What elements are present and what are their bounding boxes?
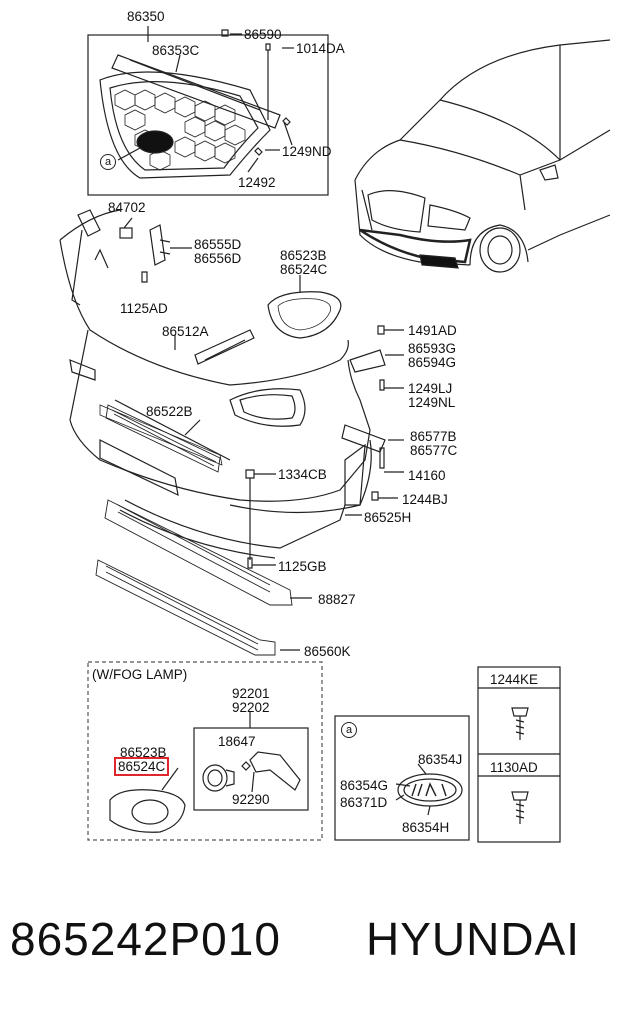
label-86354H: 86354H [402,820,450,835]
screw-1130AD [511,791,529,824]
label-86350: 86350 [127,9,165,24]
label-86512A: 86512A [162,324,209,339]
label-1249ND: 1249ND [282,144,332,159]
label-92201: 92201 [232,686,270,701]
label-1125AD: 1125AD [120,301,168,316]
label-86577C: 86577C [410,443,458,458]
label-86354J: 86354J [418,752,463,767]
fog-cover-upper [267,291,342,339]
label-18647: 18647 [218,734,256,749]
label-86590: 86590 [244,27,282,42]
label-12492: 12492 [238,175,276,190]
label-1125GB: 1125GB [278,559,327,574]
label-86524C-highlighted[interactable]: 86524C [114,757,170,776]
emblem-box [334,715,470,841]
vehicle-illustration [354,39,611,273]
fog-cover-lower [109,789,186,833]
part-number: 865242P010 [10,913,281,965]
label-86354G: 86354G [340,778,389,793]
label-92290: 92290 [232,792,270,807]
bumper-upper-brackets [71,209,192,306]
right-side-fasteners [174,275,404,651]
fog-lamp-box [87,661,323,841]
reference-circle-a: a [100,154,116,170]
label-1249LJ: 1249LJ [408,381,453,396]
lower-mesh-strips [95,499,293,656]
brand-name: HYUNDAI [366,913,581,965]
lower-grille-insert [105,404,221,473]
label-86522B: 86522B [146,404,193,419]
label-86555D: 86555D [194,237,242,252]
label-86523B-fog: 86523B [120,745,167,760]
label-86593G: 86593G [408,341,457,356]
emblem-reference-circle-a: a [341,722,357,738]
screw-1244KE [511,707,529,740]
label-92202: 92202 [232,700,270,715]
label-1491AD: 1491AD [408,323,457,338]
label-86523B-upper: 86523B [280,248,327,263]
label-86577B: 86577B [410,429,457,444]
label-1130AD: 1130AD [490,760,538,775]
label-88827: 88827 [318,592,356,607]
radiator-grille [99,54,281,179]
label-86594G: 86594G [408,355,457,370]
label-84702: 84702 [108,200,146,215]
label-1334CB: 1334CB [278,467,327,482]
label-1244BJ: 1244BJ [402,492,448,507]
label-86525H: 86525H [364,510,412,525]
label-86556D: 86556D [194,251,242,266]
kia-emblem [397,773,463,807]
label-1014DA: 1014DA [296,41,345,56]
label-86371D: 86371D [340,795,388,810]
grille-box [87,34,329,196]
fog-lamp-parts [202,751,301,793]
fog-lamp-inner-box [193,727,309,811]
front-bumper-cover [59,209,386,514]
label-86524C-upper: 86524C [280,262,328,277]
fog-lamp-title: (W/FOG LAMP) [92,667,188,682]
label-1249NL: 1249NL [408,395,456,410]
label-86353C: 86353C [152,43,200,58]
label-1244KE: 1244KE [490,672,539,687]
label-86560K: 86560K [304,644,351,659]
lower-valance [124,499,346,549]
label-14160: 14160 [408,468,446,483]
